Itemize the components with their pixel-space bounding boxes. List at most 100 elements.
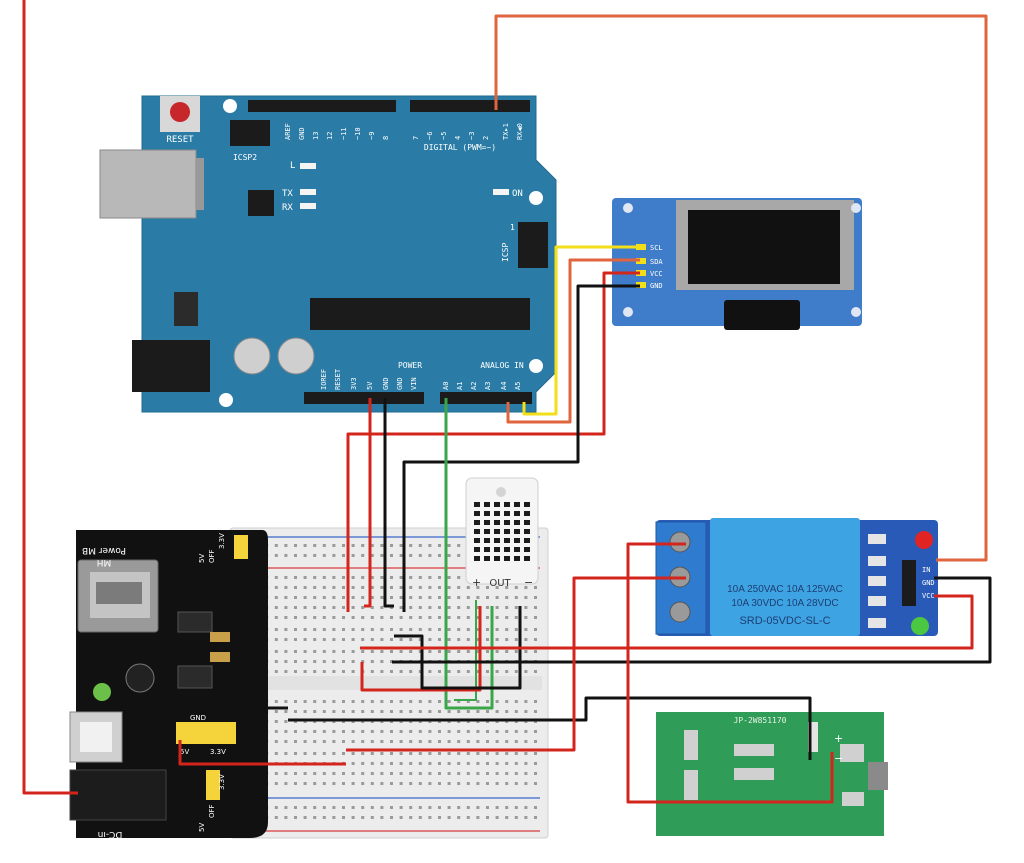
jumper-top-off: OFF (208, 549, 216, 563)
icsp-pin1: 1 (510, 223, 515, 232)
relay-rating-line-2: 10A 30VDC 10A 28VDC (731, 598, 838, 609)
digital-pin-label-13: 2 (482, 136, 490, 140)
digital-pin-label-15: RX◀0 (516, 123, 524, 140)
analog-pin-label-1: A1 (456, 382, 464, 390)
digital-pin-label-4: ~11 (340, 127, 348, 140)
icsp-label: ICSP (501, 243, 510, 262)
analog-pin-label-3: A3 (484, 382, 492, 390)
oled-pin-vcc: VCC (650, 270, 663, 278)
wire-green-sensor-out (454, 600, 477, 701)
relay-pin-in: IN (922, 566, 930, 574)
power-label: POWER (398, 361, 422, 370)
wire-red-pm-rail (178, 740, 346, 766)
digital-pin-label-10: ~5 (440, 132, 448, 140)
digital-pin-label-3: 12 (326, 132, 334, 140)
wire-green-data (444, 398, 494, 710)
analog-pin-label-2: A2 (470, 382, 478, 390)
sensor-plus: + (472, 576, 481, 589)
jumper-bottom-off: OFF (208, 804, 216, 818)
jumper-bottom-5v: 5V (198, 823, 206, 832)
icsp2-label: ICSP2 (233, 153, 257, 162)
power-analog-pin-labels: IOREF RESET 3V3 5V GND GND VIN A0 A1 A2 A3 A4 A5 (320, 368, 522, 390)
wire-orange-relay-in (494, 14, 988, 562)
analog-pin-label-4: A4 (500, 382, 508, 390)
sensor-minus: − (524, 576, 533, 589)
digital-pin-label-1: GND (298, 127, 306, 140)
wire-black-ac (288, 696, 812, 760)
digital-pin-label-0: AREF (284, 123, 292, 140)
led-on-label: ON (512, 189, 523, 199)
wire-yellow-scl (522, 245, 640, 416)
ac-minus: − (834, 752, 843, 765)
power-pin-label-4: GND (382, 377, 390, 390)
power-pin-label-1: RESET (334, 368, 342, 390)
rail-label-3v3: 3.3V (210, 748, 226, 756)
sensor-out: OUT (489, 578, 511, 589)
jumper-bottom-3v3: 3.3V (218, 774, 226, 790)
relay-model: SRD-05VDC-SL-C (739, 615, 830, 627)
oled-pin-gnd: GND (650, 282, 663, 290)
wire-black-relay-gnd (392, 576, 992, 664)
wire-red-ac-bb (346, 576, 686, 752)
jumper-top-5v: 5V (198, 554, 206, 563)
sensor-vent-grid (474, 502, 530, 561)
dht-sensor: + OUT − (465, 477, 539, 589)
power-header (304, 392, 424, 404)
digital-pin-label-7: 8 (382, 136, 390, 140)
wire-black-gnd (402, 284, 640, 612)
wire-red-relay-vcc (360, 594, 974, 650)
digital-pin-label-6: ~9 (368, 132, 376, 140)
dc-in-label: DC-in (98, 829, 123, 839)
power-pin-label-3: 5V (366, 381, 374, 390)
analog-pin-label-5: A5 (514, 382, 522, 390)
led-rx-label: RX (282, 203, 293, 213)
digital-header-left (248, 100, 396, 112)
relay-pin-gnd: GND (922, 579, 935, 587)
digital-pin-labels: AREF GND 13 12 ~11 ~10 ~9 8 7 ~6 ~5 4 ~3 2 TX▸1 RX◀0 (284, 123, 524, 140)
power-pin-label-5: GND (396, 377, 404, 390)
digital-pin-label-8: 7 (412, 136, 420, 140)
led-l-label: L (290, 161, 295, 171)
power-module-brand: MH (97, 557, 112, 567)
arduino-uno: RESET ICSP2 L TX RX ON ICSP 1 DIGITAL (P… (99, 95, 557, 413)
wire-red-5v (364, 398, 372, 608)
digital-pin-label-11: 4 (454, 136, 462, 140)
wire-orange-sda (506, 258, 640, 424)
relay-module: 10A 250VAC 10A 125VAC 10A 30VDC 10A 28VD… (655, 518, 938, 636)
analog-label: ANALOG IN (480, 361, 524, 370)
power-pin-label-6: VIN (410, 377, 418, 390)
relay-rating-line-1: 10A 250VAC 10A 125VAC (727, 584, 843, 595)
led-tx-label: TX (282, 189, 293, 199)
oled-pin-sda: SDA (650, 258, 663, 266)
power-pin-label-2: 3V3 (350, 377, 358, 390)
power-module: Power MB MH DC-in 5V OFF 3.3V GND 5V 3.3… (69, 530, 268, 839)
oled-pin-scl: SCL (650, 244, 663, 252)
power-module-name: Power MB (82, 545, 126, 555)
rail-label-gnd: GND (190, 714, 206, 722)
analog-pin-label-0: A0 (442, 382, 450, 390)
breadboard (229, 527, 549, 839)
reset-button[interactable] (170, 102, 190, 122)
digital-pin-label-2: 13 (312, 132, 320, 140)
analog-header (440, 392, 532, 404)
digital-label: DIGITAL (PWM=~) (424, 143, 496, 152)
jumper-top-3v3: 3.3V (218, 533, 226, 549)
ac-plus: + (834, 732, 843, 745)
ac-power-module: JP-2W851170 + − (656, 712, 888, 836)
relay-pin-vcc: VCC (922, 592, 935, 600)
wires (22, 0, 992, 804)
wire-red-vcc (346, 271, 640, 612)
digital-header-right (410, 100, 530, 112)
digital-pin-label-12: ~3 (468, 132, 476, 140)
power-pin-label-0: IOREF (320, 369, 328, 390)
ac-module-label: JP-2W851170 (734, 716, 787, 725)
digital-pin-label-14: TX▸1 (502, 123, 510, 140)
oled-display: SCL SDA VCC GND (612, 198, 862, 330)
digital-pin-label-9: ~6 (426, 132, 434, 140)
rail-label-5v: 5V (180, 748, 189, 756)
wire-red-left (22, 0, 78, 795)
reset-label: RESET (166, 135, 194, 145)
digital-pin-label-5: ~10 (354, 127, 362, 140)
wire-black-arduino-gnd (383, 398, 394, 608)
